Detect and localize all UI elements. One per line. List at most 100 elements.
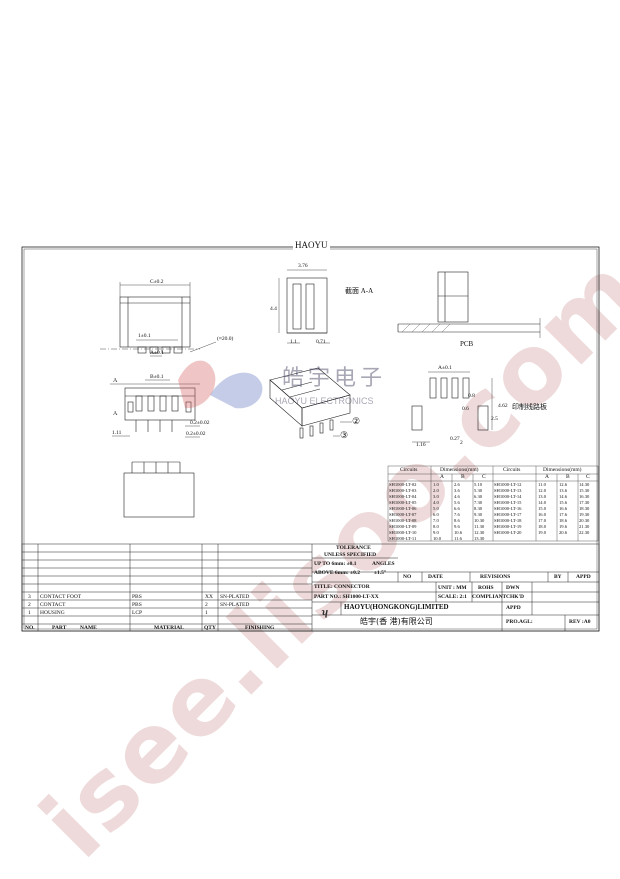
title-block-logo-icon: ʮ	[322, 606, 329, 618]
rev-label: REV :A0	[569, 619, 591, 625]
dim-table-cell-left: 13.30	[474, 535, 485, 541]
dim-side-376: 3.76	[298, 263, 308, 269]
dim-table-cell-right: 13.6	[559, 487, 568, 493]
logo-cn-text: 皓宇电子	[282, 366, 387, 391]
dim-table-cell-left: 6.0	[433, 511, 439, 517]
dim-table-cell-left: 7.6	[454, 511, 460, 517]
dim-table-cell-left: 1.0	[433, 481, 439, 487]
dim-table-cell-left: 12.30	[474, 529, 485, 535]
dim-table-cell-left: 11.6	[454, 535, 462, 541]
dim-table-cell-right: 12.0	[538, 487, 547, 493]
dim-table-header-dims-right: Dimensions(mm)	[543, 467, 582, 473]
dim-table-cell-left: 4.6	[454, 493, 460, 499]
dim-table-cell-left: 2.6	[454, 481, 460, 487]
dim-table-cell-left: 8.30	[474, 505, 483, 511]
dim-table-cell-left: 8.6	[454, 517, 460, 523]
logo-en-text: HAOYU ELECTRONICS	[275, 396, 374, 406]
dim-table-cell-right: 20.30	[579, 517, 590, 523]
bom-header-name: NAME	[80, 625, 97, 631]
dwn-label: DWN	[506, 585, 520, 591]
rev-appd-label: APPD	[576, 574, 591, 580]
angles-label: ANGLES	[372, 561, 395, 567]
front-view	[110, 379, 200, 438]
dim-table-cell-right: 17.6	[559, 511, 568, 517]
dim-table-sub-b-right: B	[566, 474, 570, 480]
dim-table-cell-left: SH1000-LT-08	[389, 517, 417, 523]
angles-value: ±1.5°	[374, 570, 387, 576]
company-name-cn: 皓宇(香 港)有限公司	[360, 617, 433, 626]
dim-pcb-462: 4.62	[498, 403, 508, 409]
above-label: ABOVE 6mm: ±0.2	[314, 570, 360, 576]
dim-side-11: 1.1	[290, 339, 297, 345]
dim-table-cell-left: 6.6	[454, 505, 460, 511]
bom-header-no: NO.	[25, 625, 35, 631]
dim-b: B±0.1	[150, 374, 164, 380]
bom-cell: 2	[28, 602, 31, 608]
dim-table-cell-left: 11.30	[474, 523, 485, 529]
dim-table-cell-right: 17.30	[579, 499, 590, 505]
compliant-label: COMPLIANT	[472, 594, 507, 600]
dim-table-grid	[387, 465, 599, 542]
dim-table-cell-right: SH1000-LT-18	[494, 517, 522, 523]
pcb-hatch	[401, 323, 451, 333]
dim-foot-02b: 0.2±0.02	[186, 431, 206, 437]
unit-label: UNIT : MM	[438, 585, 467, 591]
dim-table-cell-right: 17.0	[538, 517, 547, 523]
dim-table-cell-right: 16.30	[579, 493, 590, 499]
drawing-frame	[21, 246, 600, 632]
title-block-grid	[21, 543, 600, 632]
section-label: 截面 A-A	[345, 287, 374, 295]
dim-table-cell-left: 10.0	[433, 535, 442, 541]
bom-cell: 3	[28, 594, 31, 600]
callout-3: ③	[340, 430, 349, 440]
bom-cell: PBS	[132, 594, 142, 600]
dim-pcb-a: A±0.1	[438, 365, 452, 371]
dim-table-header-circuits-right: Circuits	[503, 467, 521, 473]
section-view	[278, 269, 330, 344]
dim-pcb-2: 2	[460, 440, 463, 446]
dim-foot-02a: 0.2±0.02	[190, 420, 210, 426]
bom-header-part: PART	[52, 625, 67, 631]
dim-table-cell-right: SH1000-LT-17	[494, 511, 522, 517]
dim-side-071: 0.71	[316, 339, 326, 345]
bom-cell: 1	[28, 610, 31, 616]
dim-table-cell-right: 19.30	[579, 511, 590, 517]
dim-table-cell-left: SH1000-LT-10	[389, 529, 417, 535]
dim-table-cell-right: SH1000-LT-15	[494, 499, 522, 505]
dim-table-cell-right: SH1000-LT-12	[494, 481, 522, 487]
dim-table-cell-right: SH1000-LT-16	[494, 505, 522, 511]
dim-table-cell-right: 18.30	[579, 505, 590, 511]
appd2-label: APPD	[506, 605, 521, 611]
bom-cell: 1	[205, 610, 208, 616]
section-mark-a1: A	[113, 378, 118, 384]
dim-pcb-027: 0.27	[450, 436, 460, 442]
dim-table-cell-left: 3.0	[433, 493, 439, 499]
dim-table-cell-left: SH1000-LT-07	[389, 511, 417, 517]
dim-pcb-08: 0.8	[468, 393, 475, 399]
dim-table-cell-left: 4.0	[433, 499, 439, 505]
dim-table-cell-left: SH1000-LT-11	[389, 535, 417, 541]
rohs-label: ROHS	[478, 585, 494, 591]
bom-cell: CONTACT FOOT	[40, 594, 82, 600]
dim-table-cell-right: 19.6	[559, 523, 568, 529]
drawing-title: HAOYU	[293, 240, 330, 250]
dim-table-cell-left: 7.0	[433, 517, 439, 523]
part-no-label: PART NO.: SH1000-LT-XX	[314, 594, 379, 600]
dim-table-cell-right: 16.0	[538, 511, 547, 517]
dim-table-cell-left: 2.0	[433, 487, 439, 493]
dim-table-cell-right: 19.0	[538, 529, 547, 535]
dim-table-cell-right: 13.0	[538, 493, 547, 499]
dim-pcb-06: 0.6	[462, 406, 469, 412]
bom-cell: CONTACT	[40, 602, 66, 608]
chkd-label: CHK'D	[506, 594, 525, 600]
dim-table-sub-c-left: C	[482, 474, 486, 480]
dim-table-cell-right: 11.0	[538, 481, 546, 487]
dim-table-cell-right: 15.0	[538, 505, 547, 511]
pcb-side-view	[397, 271, 541, 338]
bom-cell: XX	[205, 594, 213, 600]
dim-pcb-116: 1.16	[416, 442, 426, 448]
dim-table-cell-right: 21.30	[579, 523, 590, 529]
dim-ref-20: (≈20.0)	[217, 336, 234, 342]
dim-table-cell-right: 18.6	[559, 517, 568, 523]
dim-table-cell-left: SH1000-LT-02	[389, 481, 417, 487]
